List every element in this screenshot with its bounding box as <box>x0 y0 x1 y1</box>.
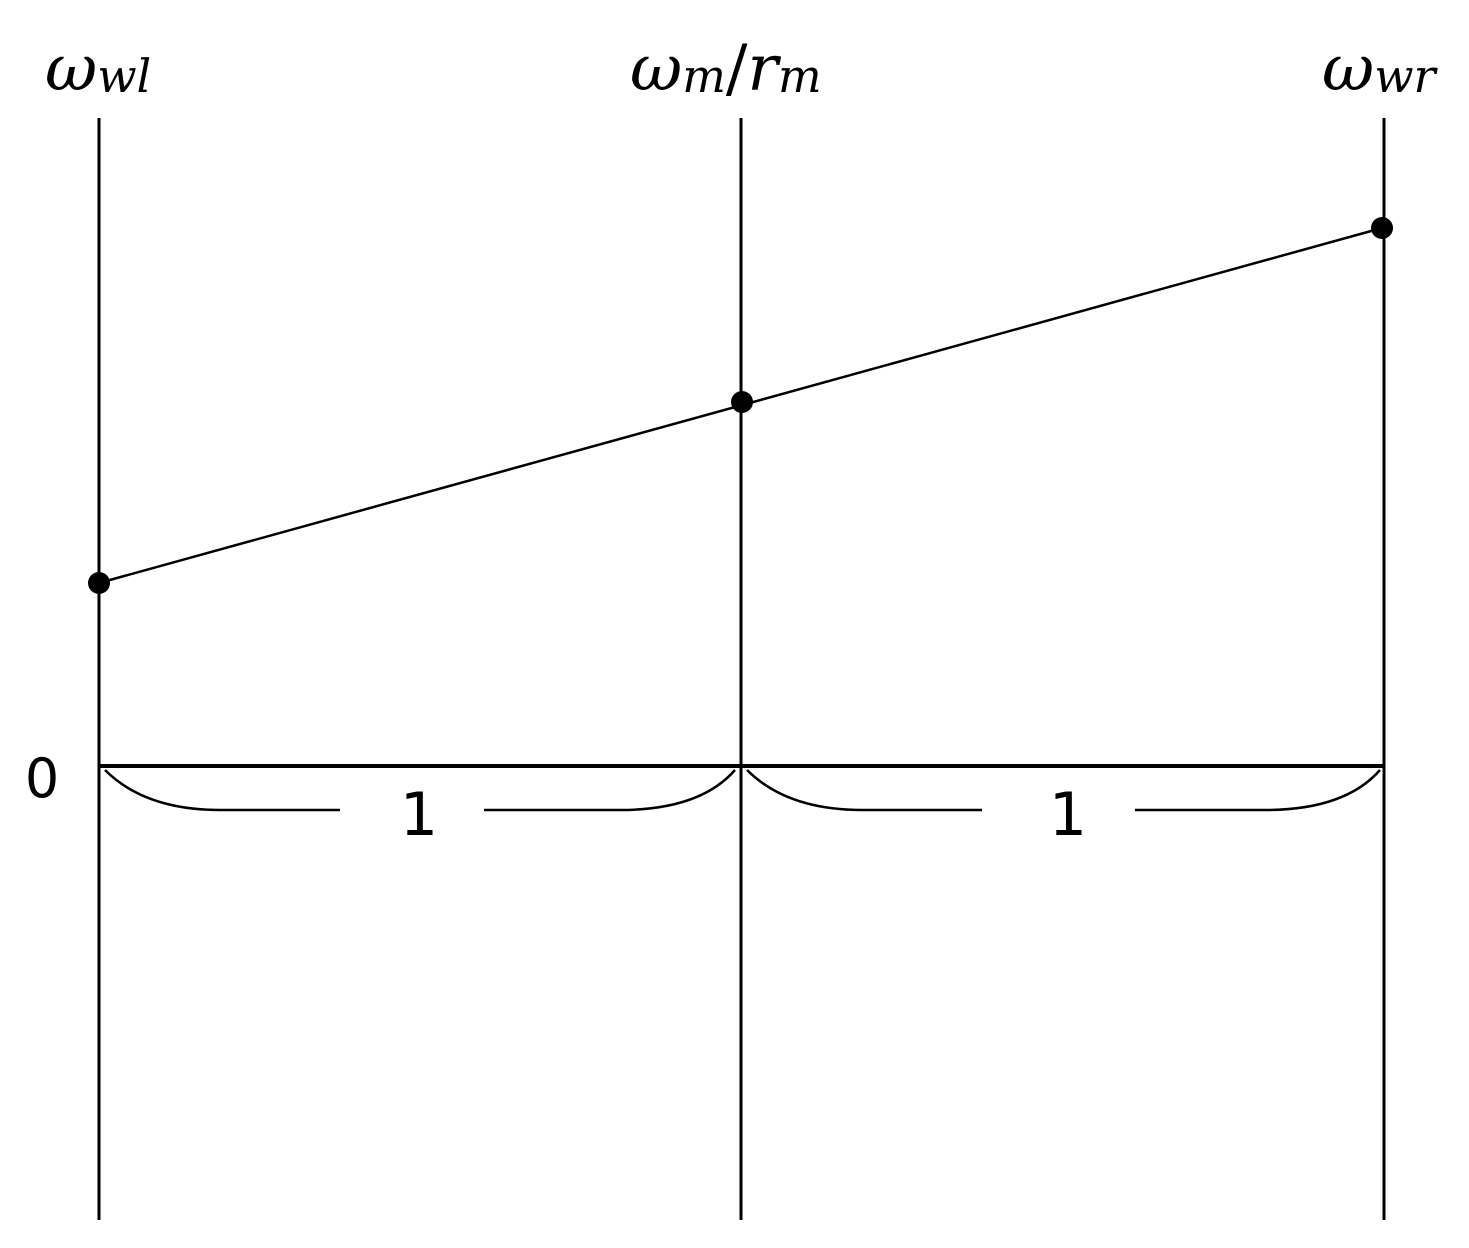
right-omega: ω <box>1322 32 1374 106</box>
point-left-wheel <box>88 572 110 594</box>
left-span-brace <box>104 769 736 812</box>
right-axis-label: ωwr <box>1322 32 1439 106</box>
middle-axis-label: ωm/rm <box>630 32 822 106</box>
left-axis-label: ωwl <box>45 32 151 106</box>
left-omega: ω <box>45 32 97 106</box>
middle-omega: ω <box>630 32 682 106</box>
zero-label: 0 <box>25 747 59 810</box>
middle-slash: / <box>726 32 748 106</box>
left-span-label: 1 <box>400 780 438 850</box>
left-subscript: wl <box>97 49 151 103</box>
middle-r: r <box>747 32 781 106</box>
right-span-label: 1 <box>1049 780 1087 850</box>
middle-subscript: m <box>682 49 726 103</box>
point-motor <box>731 391 753 413</box>
right-subscript: wr <box>1374 49 1438 103</box>
right-span-brace <box>746 769 1381 812</box>
point-right-wheel <box>1371 217 1393 239</box>
middle-subscript2: m <box>778 49 822 103</box>
